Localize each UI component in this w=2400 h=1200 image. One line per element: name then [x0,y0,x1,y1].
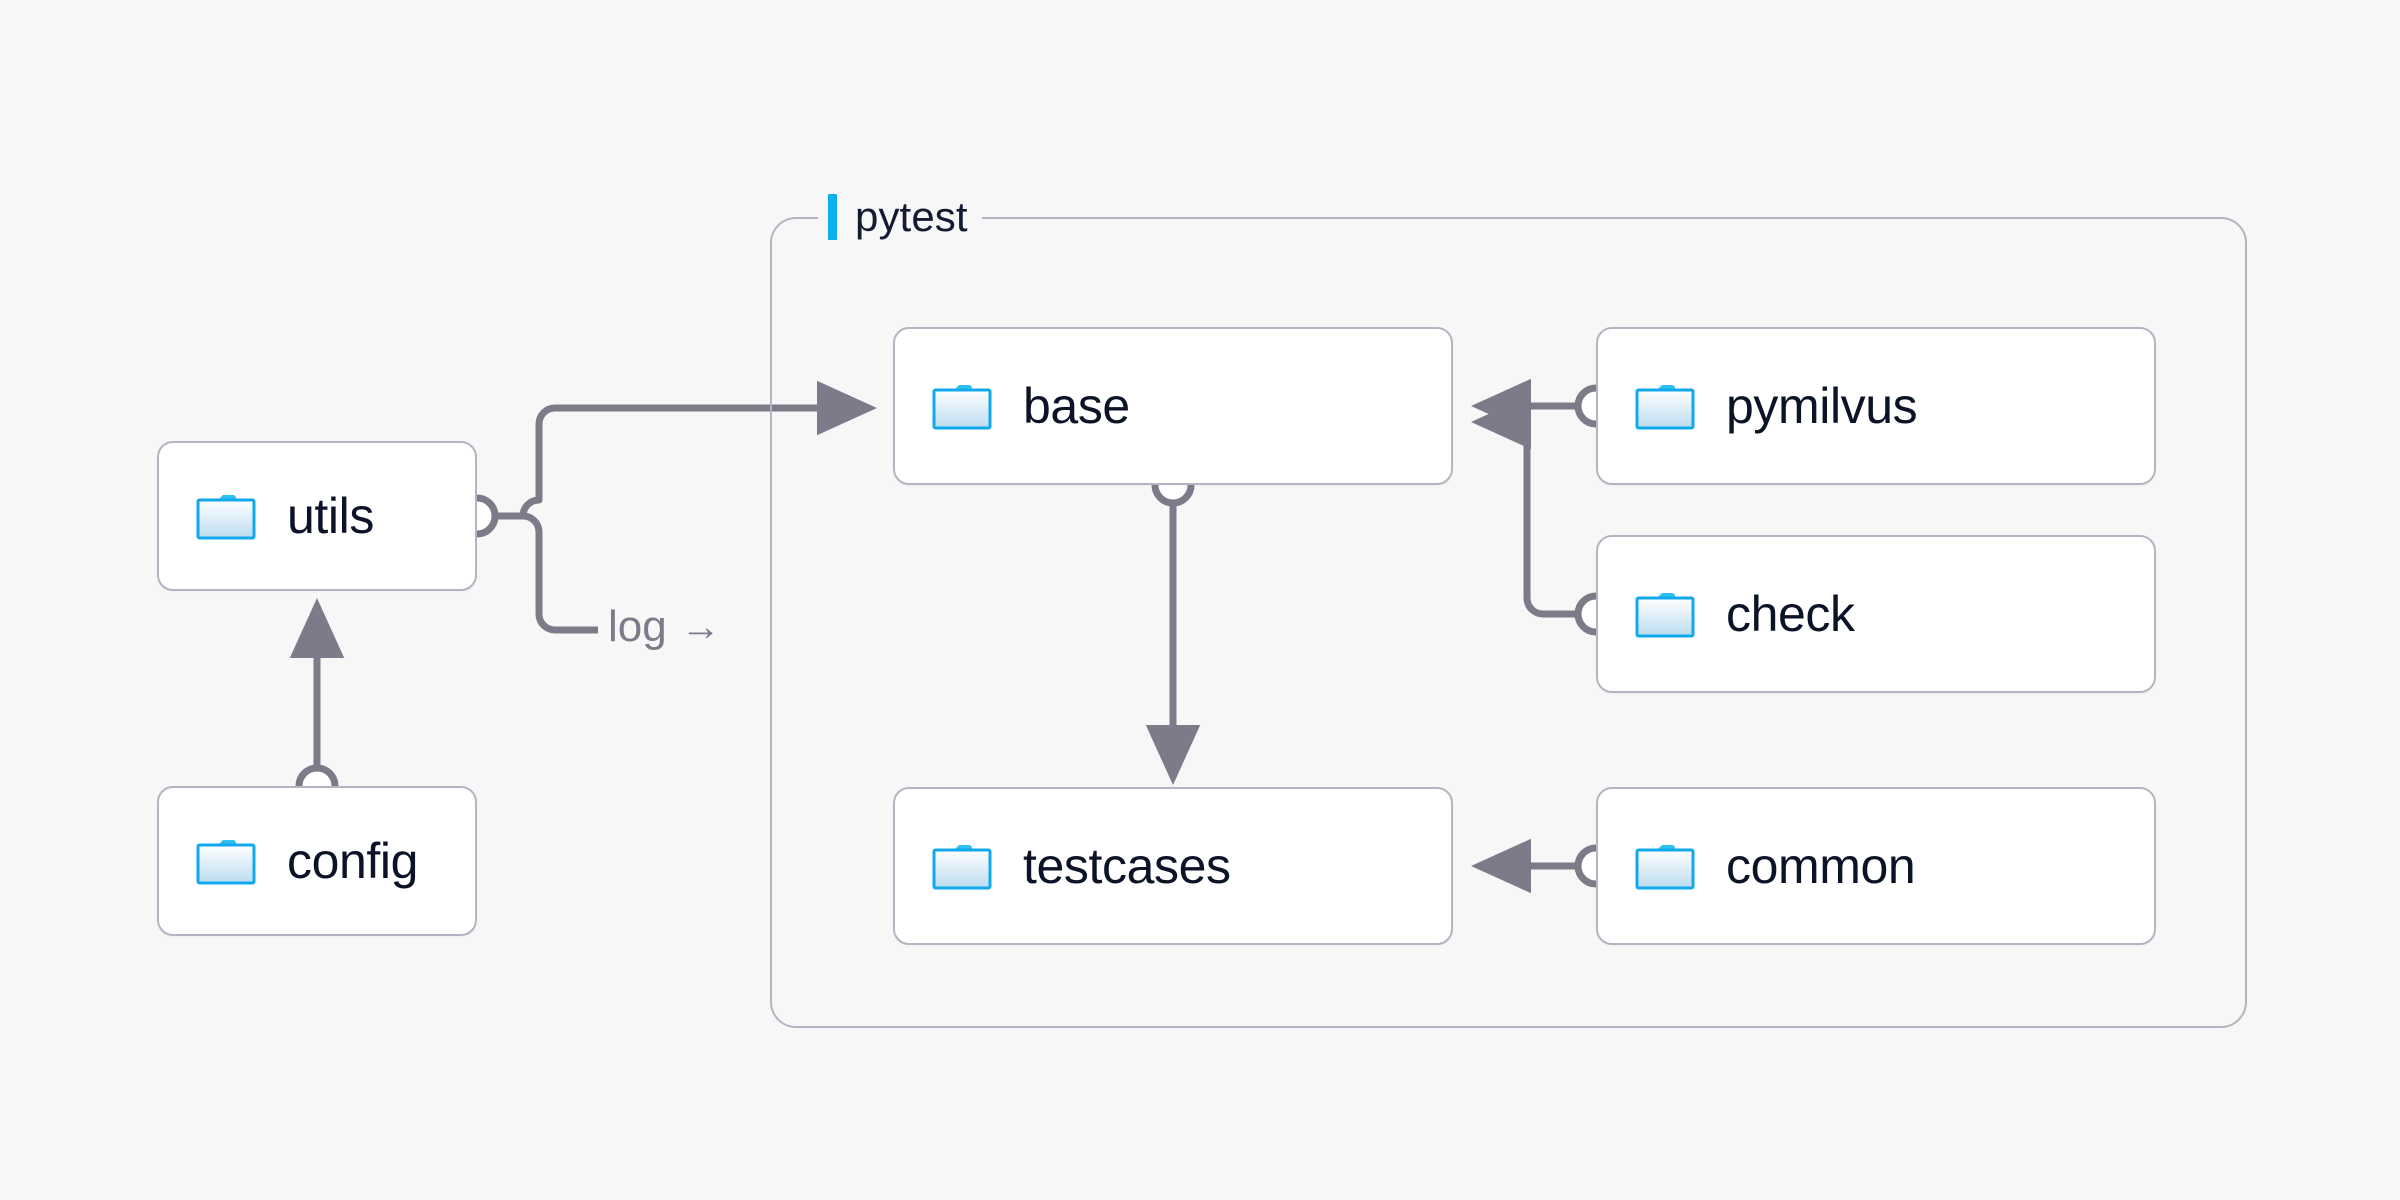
group-accent-bar [828,194,837,240]
node-label: config [287,833,419,889]
node-label: common [1726,838,1916,894]
folder-icon [932,385,992,430]
edge-label-text: log [608,602,667,651]
group-pytest-label: pytest [818,190,982,244]
folder-icon [1635,845,1695,890]
node-base[interactable]: base [893,327,1453,485]
node-label: base [1023,378,1130,434]
node-common[interactable]: common [1596,787,2156,945]
node-pymilvus[interactable]: pymilvus [1596,327,2156,485]
folder-icon [1635,385,1695,430]
folder-icon [1635,593,1695,638]
node-label: testcases [1023,838,1231,894]
arrow-right-icon: → [680,605,721,649]
node-check[interactable]: check [1596,535,2156,693]
node-label: check [1726,586,1855,642]
edge-utils-to-log [494,512,600,634]
edge-label-log: log → [598,603,731,651]
node-label: pymilvus [1726,378,1918,434]
group-pytest[interactable] [770,217,2247,1028]
node-utils[interactable]: utils [157,441,477,591]
folder-icon [196,495,256,540]
folder-icon [196,840,256,885]
folder-icon [932,845,992,890]
group-title: pytest [855,193,968,240]
node-testcases[interactable]: testcases [893,787,1453,945]
node-config[interactable]: config [157,786,477,936]
node-label: utils [287,488,374,544]
